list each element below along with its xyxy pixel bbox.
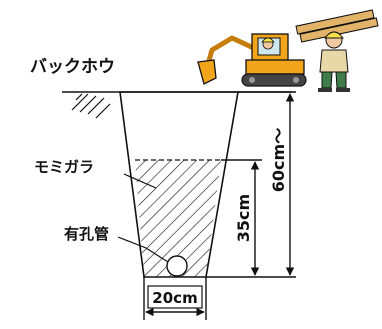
pipe-leader xyxy=(117,236,169,263)
soil-hatch xyxy=(71,93,111,119)
width-label-box xyxy=(147,285,203,309)
page-title: バックホウ xyxy=(30,57,115,77)
backhoe-illustration xyxy=(197,33,307,87)
perforated-pipe xyxy=(166,255,188,277)
chaff-fill xyxy=(135,160,221,277)
depth35-label: 35cm xyxy=(234,194,253,242)
worker-illustration xyxy=(295,9,379,92)
width-label: 20cm xyxy=(152,289,197,307)
pipe-label: 有孔管 xyxy=(64,225,109,243)
chaff-label: モミガラ xyxy=(34,158,94,176)
chaff-leader xyxy=(123,173,157,189)
depth60-label: 60cm～ xyxy=(269,128,288,192)
